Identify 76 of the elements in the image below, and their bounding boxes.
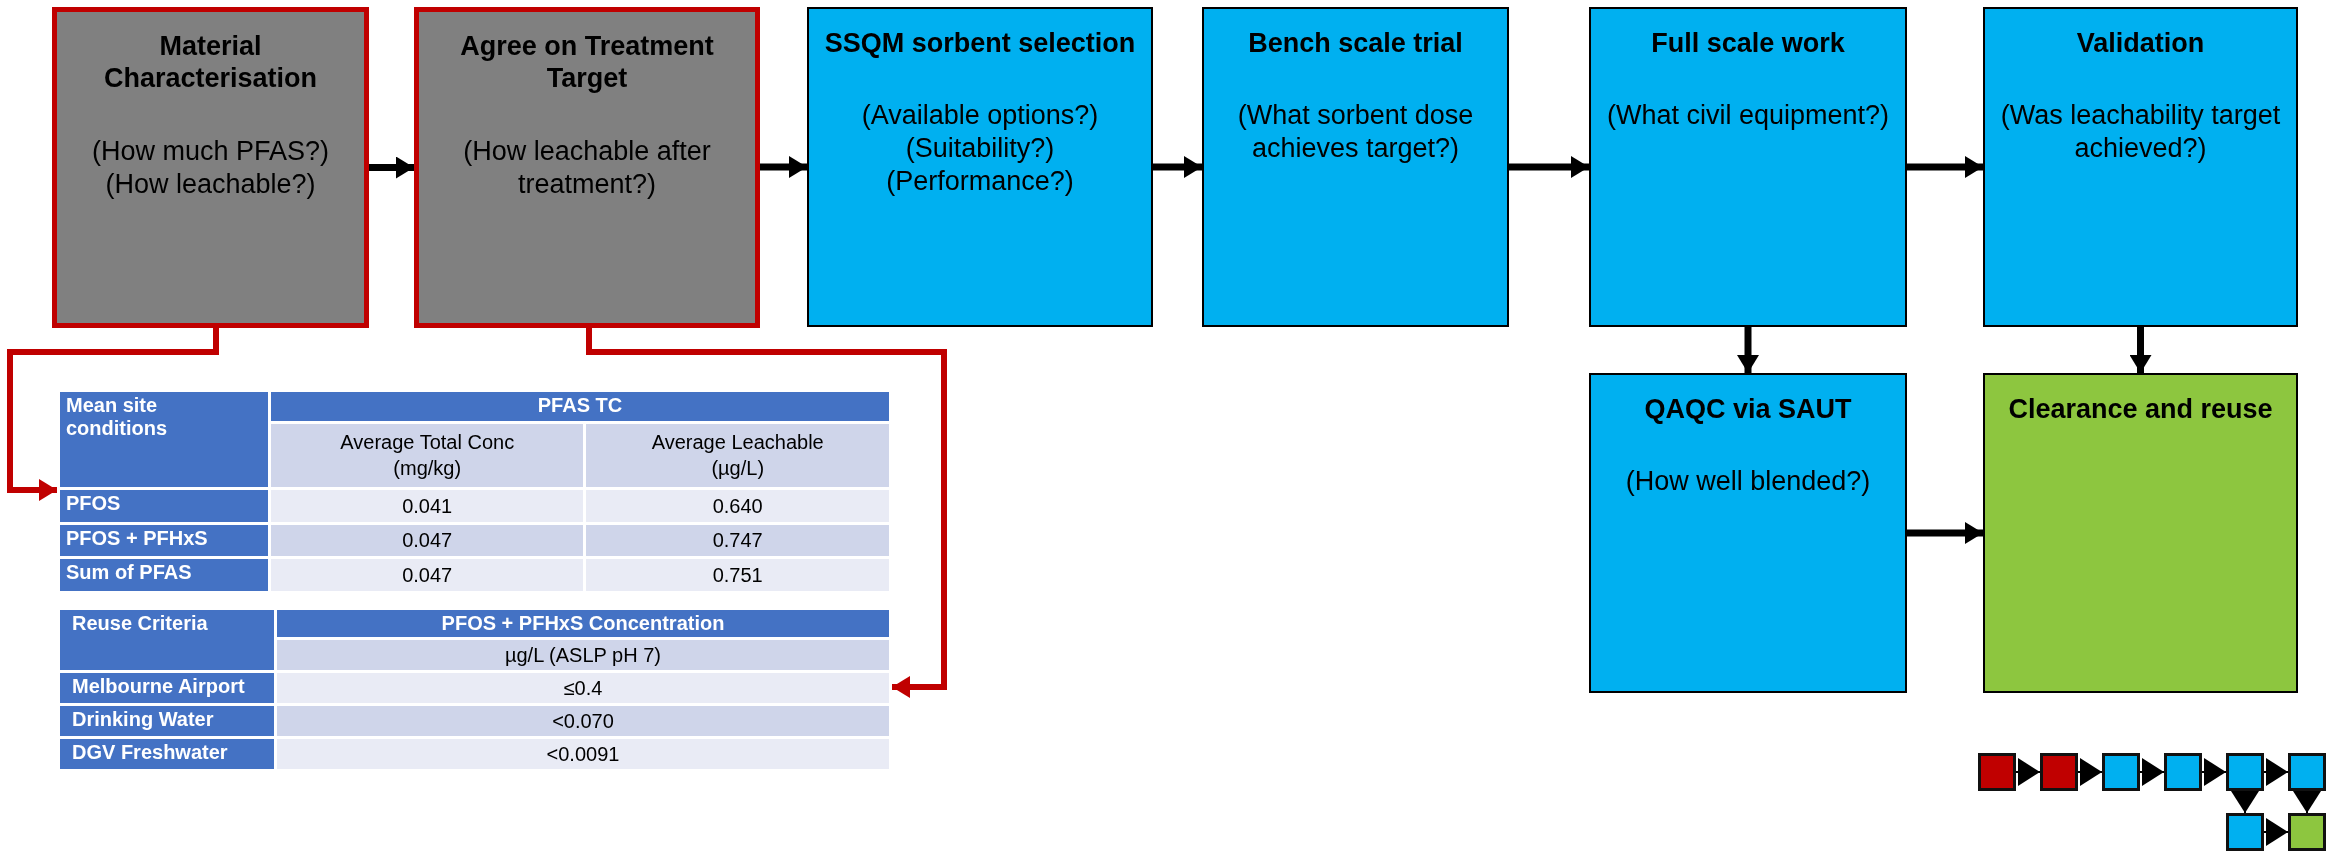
arrow xyxy=(7,328,219,501)
arrow xyxy=(1907,522,1983,544)
box-question: (How well blended?) xyxy=(1625,465,1871,499)
table-header: PFOS + PFHxS xyxy=(60,524,268,557)
data-table xyxy=(57,389,892,594)
arrow xyxy=(586,328,947,698)
box-question: (How leachable after treatment?) xyxy=(462,134,712,201)
table-header: PFOS xyxy=(60,489,268,522)
table-cell: <0.0091 xyxy=(277,739,889,769)
mini-flow-box xyxy=(2226,813,2264,851)
table-header: DGV Freshwater xyxy=(60,739,274,769)
box-question: (What sorbent dose achieves target?) xyxy=(1236,99,1475,166)
table-cell: µg/L (ASLP pH 7) xyxy=(277,640,889,670)
table-cell: 0.640 xyxy=(586,489,889,522)
table-cell: ≤0.4 xyxy=(277,673,889,703)
arrow xyxy=(1509,156,1589,178)
table-header: Sum of PFAS xyxy=(60,559,268,591)
table-cell: 0.047 xyxy=(271,559,584,591)
mini-flow-box xyxy=(2040,753,2078,791)
mini-flow-box xyxy=(2164,753,2202,791)
arrow xyxy=(1737,327,1759,373)
arrow xyxy=(1907,156,1983,178)
arrow xyxy=(2263,758,2289,786)
table-cell: <0.070 xyxy=(277,706,889,736)
box-question: (Suitability?) xyxy=(905,132,1055,166)
table-header: PFOS + PFHxS Concentration xyxy=(277,610,889,637)
arrow xyxy=(2231,790,2259,814)
box-heading: Agree on Treatment Target xyxy=(459,30,715,95)
arrow xyxy=(2077,758,2103,786)
mini-flow-box xyxy=(1978,753,2016,791)
table-cell: 0.041 xyxy=(271,489,584,522)
box-question: (What civil equipment?) xyxy=(1606,99,1890,133)
box-question: (How leachable?) xyxy=(105,167,316,201)
process-box xyxy=(1589,373,1907,693)
process-box xyxy=(52,7,369,328)
arrow xyxy=(2139,758,2165,786)
table-header: Drinking Water xyxy=(60,706,274,736)
arrow xyxy=(369,156,414,179)
mini-flow-box xyxy=(2288,813,2326,851)
table-cell: Average Total Conc (mg/kg) xyxy=(271,423,584,487)
arrow xyxy=(760,156,807,178)
mini-flow-box xyxy=(2102,753,2140,791)
table-header: Reuse Criteria xyxy=(60,610,274,670)
data-table xyxy=(57,607,892,769)
table-header: Melbourne Airport xyxy=(60,673,274,703)
process-box xyxy=(807,7,1153,327)
box-heading: Material Characterisation xyxy=(102,30,319,95)
arrow xyxy=(2129,327,2152,373)
arrow xyxy=(2015,758,2041,786)
arrow xyxy=(1153,156,1202,178)
table-header: Mean site conditions xyxy=(60,392,268,487)
mini-flow-box xyxy=(2226,753,2264,791)
process-box xyxy=(1202,7,1509,327)
box-heading: SSQM sorbent selection xyxy=(824,27,1136,60)
box-heading: Full scale work xyxy=(1651,27,1845,60)
box-question: (Was leachability target achieved?) xyxy=(1999,99,2282,166)
table-cell: Average Leachable (µg/L) xyxy=(586,423,889,487)
mini-flow-box xyxy=(2288,753,2326,791)
process-box xyxy=(1589,7,1907,327)
table-cell: 0.047 xyxy=(271,524,584,557)
table-cell: 0.751 xyxy=(586,559,889,591)
process-box xyxy=(414,7,760,328)
box-heading: QAQC via SAUT xyxy=(1644,393,1852,426)
arrow xyxy=(2263,818,2289,846)
table-cell: 0.747 xyxy=(586,524,889,557)
box-heading: Bench scale trial xyxy=(1248,27,1463,60)
box-heading: Validation xyxy=(2076,27,2205,60)
table-header: PFAS TC xyxy=(271,392,889,421)
process-box xyxy=(1983,7,2298,327)
box-question: (Performance?) xyxy=(886,165,1074,199)
box-heading: Clearance and reuse xyxy=(2008,393,2273,426)
box-question: (Available options?) xyxy=(861,99,1099,133)
arrow xyxy=(2293,790,2321,814)
arrow xyxy=(2201,758,2227,786)
process-box xyxy=(1983,373,2298,693)
box-question: (How much PFAS?) xyxy=(91,134,330,168)
